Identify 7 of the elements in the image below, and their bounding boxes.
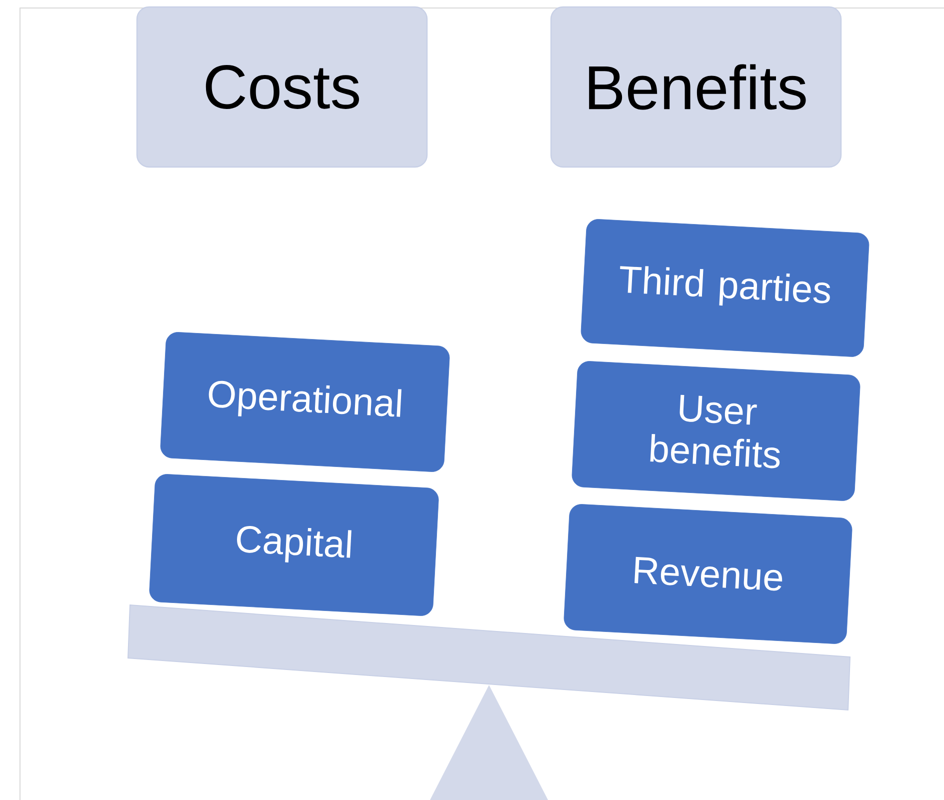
category-block: Third parties <box>580 219 870 357</box>
category-block: Operational <box>160 332 450 472</box>
heading-box: Costs <box>136 6 428 168</box>
category-block: Capital <box>149 474 439 616</box>
category-block: Revenue <box>564 504 852 644</box>
heading-box: Benefits <box>550 6 842 168</box>
category-block: User benefits <box>572 361 860 501</box>
